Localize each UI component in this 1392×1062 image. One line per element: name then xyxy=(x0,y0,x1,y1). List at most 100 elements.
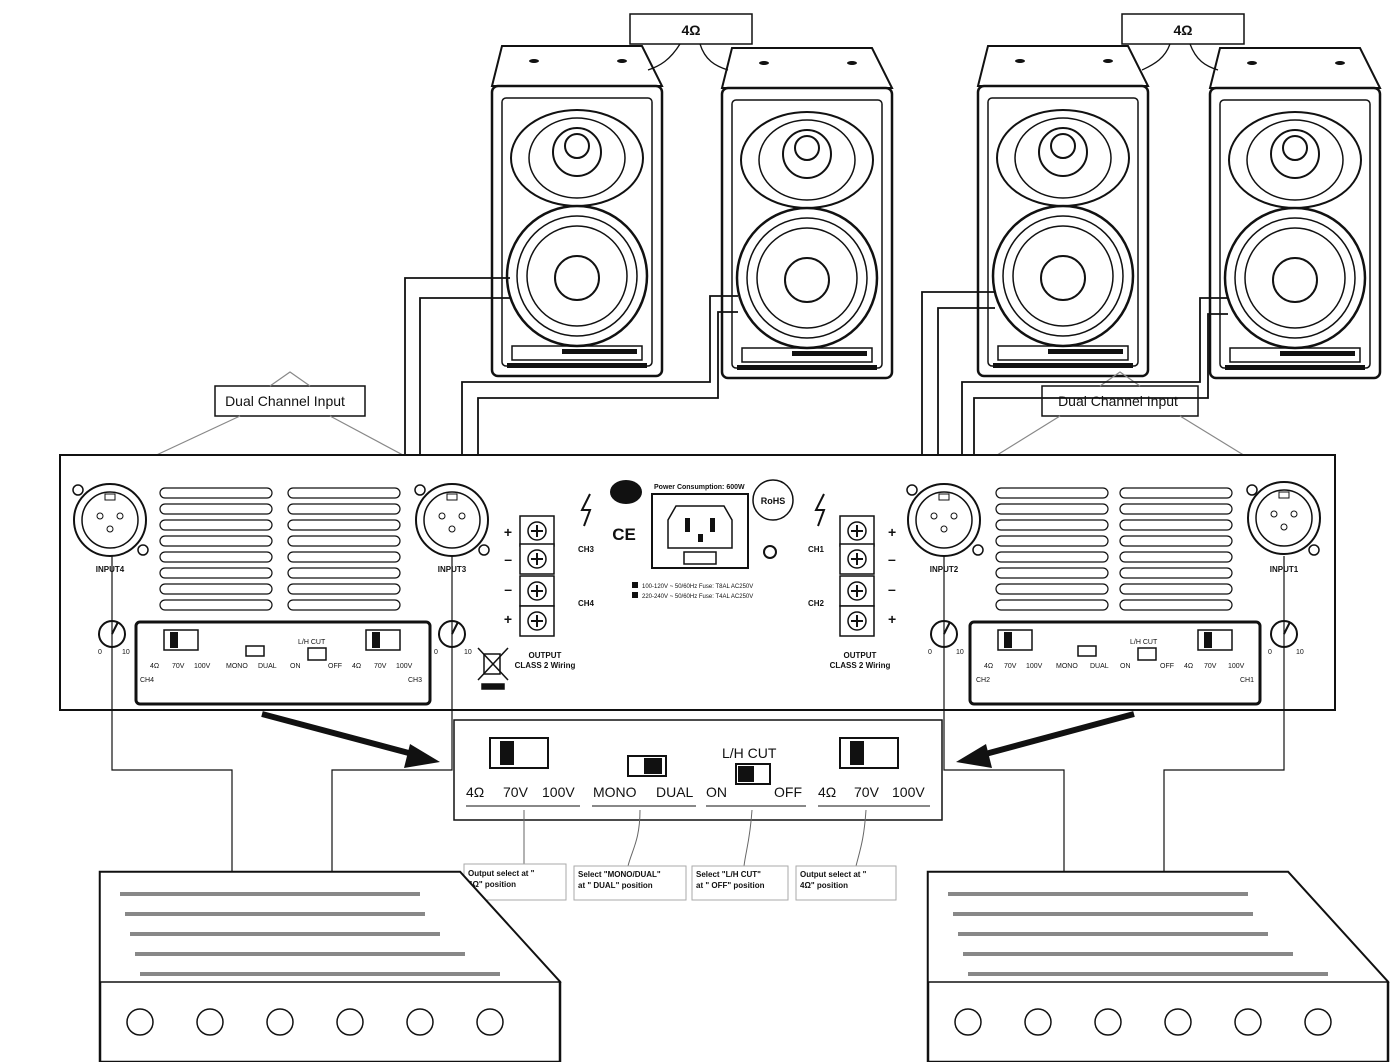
knob-scale-min: 0 xyxy=(928,649,932,656)
switch-option: 4Ω xyxy=(1184,663,1193,670)
knob-scale-max: 10 xyxy=(122,649,130,656)
impedance-callout-box xyxy=(1121,13,1245,45)
lh-cut-switch[interactable] xyxy=(1137,647,1157,661)
detail-option: 100V xyxy=(542,784,575,800)
knob-scale-min: 0 xyxy=(98,649,102,656)
iec-power-inlet[interactable] xyxy=(651,493,749,569)
output-label: OUTPUT xyxy=(844,651,877,660)
terminal-sign: + xyxy=(504,524,512,540)
terminal-channel-label: CH1 xyxy=(808,545,825,554)
dual-input-label-right: Dual Channel Input xyxy=(1058,393,1178,409)
note-line: at " OFF" position xyxy=(696,881,765,890)
impedance-switch[interactable] xyxy=(1197,629,1233,651)
note-line: at " DUAL" position xyxy=(578,881,653,890)
detail-option: MONO xyxy=(593,784,637,800)
detail-option: 100V xyxy=(892,784,925,800)
output-label: OUTPUT xyxy=(529,651,562,660)
speaker-terminal[interactable] xyxy=(519,575,555,607)
switch-option: 70V xyxy=(1204,663,1217,670)
impedance-callout-right: 4Ω xyxy=(1173,22,1192,38)
switch-option: OFF xyxy=(1160,663,1174,670)
terminal-sign: – xyxy=(888,581,896,597)
switch-option: 4Ω xyxy=(150,663,159,670)
note-line: Select "MONO/DUAL" xyxy=(578,870,661,879)
dual-input-callout-box xyxy=(214,385,366,417)
terminal-channel-label: CH2 xyxy=(808,599,825,608)
xlr-input-connector[interactable] xyxy=(907,483,981,557)
power-spec-line: 220-240V ~ 50/60Hz Fuse: T4AL AC250V xyxy=(642,594,753,600)
note-pointers xyxy=(523,809,867,867)
zoom-arrow-left xyxy=(261,711,440,768)
detail-option: ON xyxy=(706,784,727,800)
terminal-channel-label: CH3 xyxy=(578,545,595,554)
switch-option: MONO xyxy=(1056,663,1078,670)
detail-impedance-switch[interactable] xyxy=(489,737,549,769)
wiring-class-label: CLASS 2 Wiring xyxy=(515,661,576,670)
knob-scale-max: 10 xyxy=(464,649,472,656)
ground-screw-icon xyxy=(763,545,777,559)
xlr-input-connector[interactable] xyxy=(73,483,147,557)
switch-option: 4Ω xyxy=(984,663,993,670)
speaker-terminal[interactable] xyxy=(839,605,875,637)
weee-bin-icon xyxy=(477,647,509,690)
note-line: Select "L/H CUT" xyxy=(696,870,761,879)
switch-option: ON xyxy=(290,663,301,670)
mixer-console xyxy=(926,870,1390,1062)
terminal-sign: + xyxy=(504,611,512,627)
switch-option: DUAL xyxy=(258,663,277,670)
terminal-sign: – xyxy=(504,551,512,567)
power-consumption-text: Power Consumption: 600W xyxy=(654,484,745,491)
detail-option: DUAL xyxy=(656,784,694,800)
switch-option: DUAL xyxy=(1090,663,1109,670)
xlr-input-connector[interactable] xyxy=(1247,481,1321,555)
note-line: Output select at " xyxy=(468,869,535,878)
switch-option: 100V xyxy=(194,663,211,670)
mono-dual-switch[interactable] xyxy=(245,645,265,657)
impedance-switch[interactable] xyxy=(997,629,1033,651)
xlr-input-connector[interactable] xyxy=(415,483,489,557)
lh-cut-label: L/H CUT xyxy=(298,639,326,646)
detail-option: 70V xyxy=(854,784,880,800)
detail-option: OFF xyxy=(774,784,802,800)
switch-option: 100V xyxy=(396,663,413,670)
knob-scale-min: 0 xyxy=(434,649,438,656)
detail-option: 4Ω xyxy=(818,784,836,800)
terminal-sign: – xyxy=(504,581,512,597)
note-box: Select "L/H CUT" at " OFF" position xyxy=(691,865,789,901)
lh-cut-label: L/H CUT xyxy=(1130,639,1158,646)
speaker-cabinet xyxy=(1208,46,1382,380)
terminal-sign: + xyxy=(888,524,896,540)
speaker-terminal[interactable] xyxy=(519,543,555,575)
switch-option: ON xyxy=(1120,663,1131,670)
lh-cut-switch[interactable] xyxy=(307,647,327,661)
power-indicator xyxy=(610,480,642,504)
switch-option: OFF xyxy=(328,663,342,670)
terminal-sign: – xyxy=(888,551,896,567)
note-line: Output select at " xyxy=(800,870,867,879)
detail-impedance-switch[interactable] xyxy=(839,737,899,769)
switch-option: 100V xyxy=(1026,663,1043,670)
mono-dual-switch[interactable] xyxy=(1077,645,1097,657)
impedance-switch[interactable] xyxy=(365,629,401,651)
speaker-terminal[interactable] xyxy=(839,515,875,547)
channel-group-label: CH4 xyxy=(140,677,154,684)
switch-group-left xyxy=(134,620,432,706)
dual-input-label-left: Dual Channel Input xyxy=(225,393,345,409)
detail-option: 70V xyxy=(503,784,529,800)
switch-detail-panel xyxy=(453,719,943,821)
fuse-holder[interactable] xyxy=(683,551,717,565)
rohs-badge xyxy=(752,479,794,521)
note-box: Select "MONO/DUAL" at " DUAL" position xyxy=(573,865,687,901)
switch-option: 70V xyxy=(374,663,387,670)
impedance-switch[interactable] xyxy=(163,629,199,651)
wiring-class-label: CLASS 2 Wiring xyxy=(830,661,891,670)
speaker-terminal[interactable] xyxy=(519,515,555,547)
speaker-terminal[interactable] xyxy=(519,605,555,637)
iec-socket xyxy=(667,505,733,549)
rohs-text: RoHS xyxy=(761,496,786,506)
hazard-lightning-icon xyxy=(580,493,592,527)
speaker-terminal[interactable] xyxy=(839,575,875,607)
speaker-terminal[interactable] xyxy=(839,543,875,575)
detail-lh-cut-title: L/H CUT xyxy=(722,745,777,761)
note-line: 4Ω" position xyxy=(468,880,516,889)
